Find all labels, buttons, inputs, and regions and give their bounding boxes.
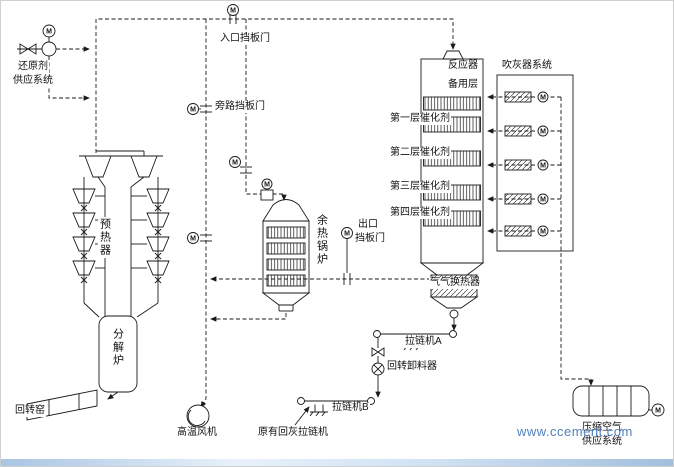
main-duct-damper: M [187,232,212,244]
chain-conveyor-b-shape [297,397,375,417]
label-outlet-damper-2: 挡板门 [354,233,386,245]
label-compressed-air-1: 压缩空气 [581,422,623,434]
label-preheater: 预热器 [98,217,111,258]
label-rotary-discharger: 回转卸料器 [386,361,438,373]
flap-valve-icons [80,204,162,284]
old-ash-conveyor-arrow [294,406,310,426]
motor-icon-label: M [540,95,546,102]
motor-icon-label: M [46,29,52,36]
ggh-hopper [429,296,479,309]
watermark: www.ccement.com [517,424,633,439]
cyclone-icon [146,260,170,276]
motor-icon-label: M [540,197,546,204]
motor-icon [187,232,199,244]
ammonia-injection-line-2 [48,56,90,101]
ash-valve-icon [449,309,459,319]
motor-icon-label: M [540,163,546,170]
label-rotary-kiln: 回转窑 [14,405,46,417]
spare-catalyst-layer [423,96,481,111]
sootblower-icon [504,125,532,137]
motor-icon [537,91,549,103]
compressed-air-bus-line [560,97,594,386]
pump-icon [41,41,57,57]
cyclone-icon [72,212,96,228]
label-original-ash-conveyor: 原有回灰拉链机 [257,427,329,439]
motor-icon [537,225,549,237]
cyclone-icon [84,155,112,178]
label-compressed-air-2: 供应系统 [581,436,623,448]
motor-icon-label: M [232,160,238,167]
label-reducing-agent-1: 还原剂 [17,61,49,73]
outlet-damper: M [341,227,353,285]
label-sootblower-system: 吹灰器系统 [501,60,553,72]
sootblower-icon [504,159,532,171]
boiler-branch-valve: M [229,156,252,174]
sootblower-panel: M M M M M [496,74,574,252]
label-reactor: 反应器 [447,60,479,72]
label-catalyst-2: 第二层催化剂 [389,147,451,159]
label-inlet-damper: 入口挡板门 [219,33,271,45]
cyclone-icon [72,236,96,252]
reactor-hopper [419,262,485,276]
cyclone-icon [146,236,170,252]
valve-icon [19,43,29,55]
valve-icon [27,43,37,55]
motor-icon [229,156,241,168]
sootblower-icon [504,225,532,237]
bottom-blue-bar [1,459,673,466]
sootblower-icon [504,91,532,103]
motor-icon [537,193,549,205]
cyclone-icon [72,260,96,276]
rotary-discharger-icon [371,362,385,376]
label-reducing-agent-2: 供应系统 [12,75,54,87]
label-catalyst-3: 第三层催化剂 [389,181,451,193]
motor-icon-label: M [540,229,546,236]
motor-icon [651,403,665,417]
label-catalyst-4: 第四层催化剂 [389,207,451,219]
label-ht-fan: 高温风机 [176,427,218,439]
label-calciner: 分解炉 [111,327,124,368]
label-catalyst-1: 第一层催化剂 [389,113,451,125]
inlet-damper: M [227,4,239,24]
motor-icon [261,178,273,190]
compressed-air-station: M [572,385,665,417]
motor-icon-label: M [190,107,196,114]
motor-icon-label: M [540,129,546,136]
preheater [72,150,170,318]
cyclone-icon [146,188,170,204]
motor-icon [227,4,239,16]
valve-icon [371,347,379,357]
ash-transfer-line [371,337,385,398]
label-bypass-damper: 旁路挡板门 [214,101,266,113]
waste-heat-boiler-vessel [261,199,311,312]
motor-icon-label: M [190,236,196,243]
sootblower-icon [504,193,532,205]
ht-fan-shape [186,404,210,428]
motor-icon-label: M [344,231,350,238]
boiler-inlet-valve: M [260,178,274,201]
label-gas-gas-heat-exchanger: 气气换热器 [429,277,481,289]
reactor-inlet-cap [442,50,464,60]
motor-icon-label: M [230,8,236,15]
label-chain-conveyor-b: 拉链机B [331,402,370,414]
valve-icon [377,347,385,357]
motor-icon [537,125,549,137]
main-bypass-duct [200,19,207,408]
bypass-damper: M [187,103,212,115]
label-waste-heat-boiler: 余热锅炉 [315,213,328,267]
motor-icon-label: M [655,408,661,415]
motor-icon [537,159,549,171]
cyclone-icon [146,212,170,228]
motor-icon-label: M [264,182,270,189]
cyclone-icon [72,188,96,204]
calciner-to-kiln-line [107,391,119,400]
reducing-agent-system: M [17,24,57,57]
cyclone-icon [130,155,158,178]
label-outlet-damper-1: 出口 [357,219,379,231]
top-duct-line [95,18,456,153]
label-spare-layer: 备用层 [447,79,479,91]
label-chain-conveyor-a: 拉链机A [404,336,443,348]
boiler-outlet-duct [210,313,287,322]
